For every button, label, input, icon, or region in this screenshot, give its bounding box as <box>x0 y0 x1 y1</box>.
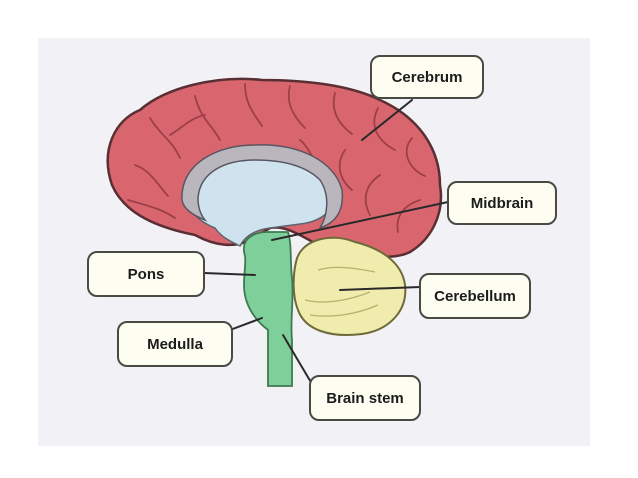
label-cerebellum: Cerebellum <box>419 273 531 319</box>
label-medulla: Medulla <box>117 321 233 367</box>
brain-stem-shape <box>242 231 294 387</box>
medulla-leader <box>229 317 263 331</box>
cerebellum-folds <box>304 266 379 317</box>
label-midbrain: Midbrain <box>447 181 557 225</box>
brain-stem-leader <box>282 334 313 385</box>
label-midbrain-text: Midbrain <box>471 195 534 212</box>
label-pons: Pons <box>87 251 205 297</box>
cerebellum-shape <box>292 236 407 336</box>
label-cerebrum-text: Cerebrum <box>392 69 463 86</box>
label-pons-text: Pons <box>128 266 165 283</box>
label-brain-stem-text: Brain stem <box>326 390 404 407</box>
midbrain-leader <box>271 201 449 241</box>
cerebellum-leader <box>339 286 421 291</box>
cerebrum-leader <box>361 99 413 141</box>
label-cerebellum-text: Cerebellum <box>434 288 516 305</box>
cerebrum-folds <box>127 83 426 233</box>
label-cerebrum: Cerebrum <box>370 55 484 99</box>
label-medulla-text: Medulla <box>147 336 203 353</box>
leader-lines <box>203 99 449 385</box>
pons-leader <box>203 272 256 276</box>
corpus-callosum-shape <box>181 144 344 230</box>
label-brain-stem: Brain stem <box>309 375 421 421</box>
